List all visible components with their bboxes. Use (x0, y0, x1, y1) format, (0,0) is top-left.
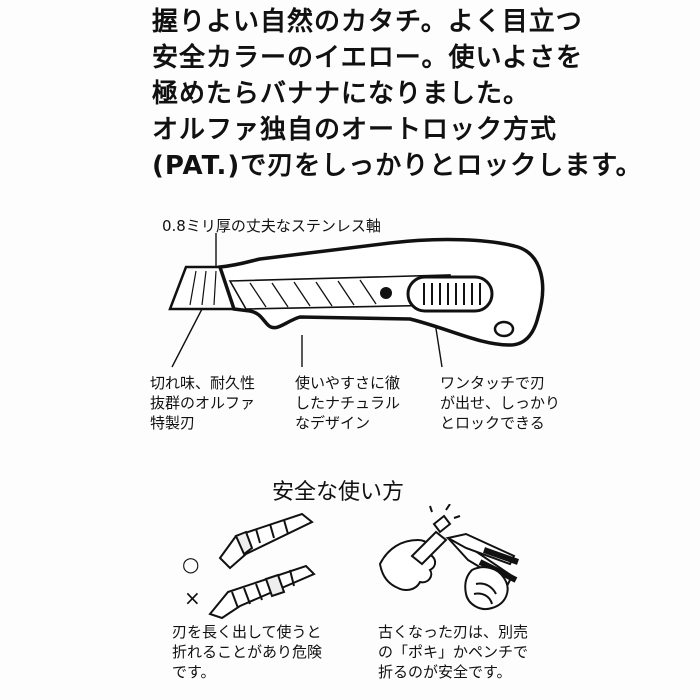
pliers-snapping-illustration (378, 504, 519, 610)
caption-snap-with-pliers: 古くなった刃は、別売 の「ポキ」かペンチで 折るのが安全です。 (378, 622, 528, 682)
safety-section-title: 安全な使い方 (272, 480, 405, 505)
lock-dot (380, 287, 392, 299)
feature-line: 切れ味、耐久性 (150, 374, 256, 392)
blade-extension-illustration (208, 512, 316, 620)
intro-text: 握りよい自然のカタチ。よく目立つ 安全カラーのイエロー。使いよさを 極めたらバナ… (152, 4, 682, 184)
handle-shape (217, 237, 545, 347)
feature-line: とロックできる (440, 414, 545, 432)
intro-line: 握りよい自然のカタチ。よく目立つ (152, 7, 583, 37)
short-blade-correct (218, 512, 314, 570)
feature-blade: 切れ味、耐久性 抜群のオルファ 特製刃 (150, 373, 255, 433)
feature-design: 使いやすさに徹 したナチュラル なデザイン (295, 373, 400, 433)
caption-line: の「ポキ」かペンチで (378, 643, 529, 661)
blade-fragment (432, 514, 452, 534)
intro-line: 安全カラーのイエロー。使いよさを (152, 43, 583, 73)
bad-mark: × (184, 586, 201, 610)
feature-line: ワンタッチで刃 (440, 374, 546, 392)
feature-line: したナチュラル (295, 394, 401, 412)
caption-line: です。 (172, 663, 216, 681)
long-blade-wrong (208, 564, 316, 620)
feature-line: 特製刃 (150, 414, 196, 432)
held-cutter (410, 530, 448, 566)
cutter-knife-illustration (168, 233, 545, 368)
hanging-hole (493, 320, 515, 338)
feature-lock: ワンタッチで刃 が出せ、しっかり とロックできる (440, 373, 560, 433)
feature-line: 抜群のオルファ (150, 394, 256, 412)
feature-line: なデザイン (295, 414, 371, 432)
intro-line: (PAT.)で刃をしっかりとロックします。 (152, 151, 643, 181)
stainless-shaft-label: 0.8ミリ厚の丈夫なステンレス軸 (162, 217, 381, 235)
intro-line: オルファ独自のオートロック方式 (152, 115, 558, 145)
feature-line: が出せ、しっかり (440, 394, 561, 412)
intro-line: 極めたらバナナになりました。 (152, 79, 531, 109)
caption-line: 折れることがあり危険 (172, 643, 323, 661)
leader-line (171, 308, 203, 368)
good-mark: ○ (182, 552, 200, 576)
caption-long-blade-danger: 刃を長く出して使うと 折れることがあり危険 です。 (172, 622, 322, 682)
caption-line: 刃を長く出して使うと (172, 623, 322, 641)
caption-line: 古くなった刃は、別売 (378, 623, 529, 641)
feature-line: 使いやすさに徹 (295, 374, 401, 392)
right-hand (464, 566, 509, 610)
caption-line: 折るのが安全です。 (378, 663, 512, 681)
